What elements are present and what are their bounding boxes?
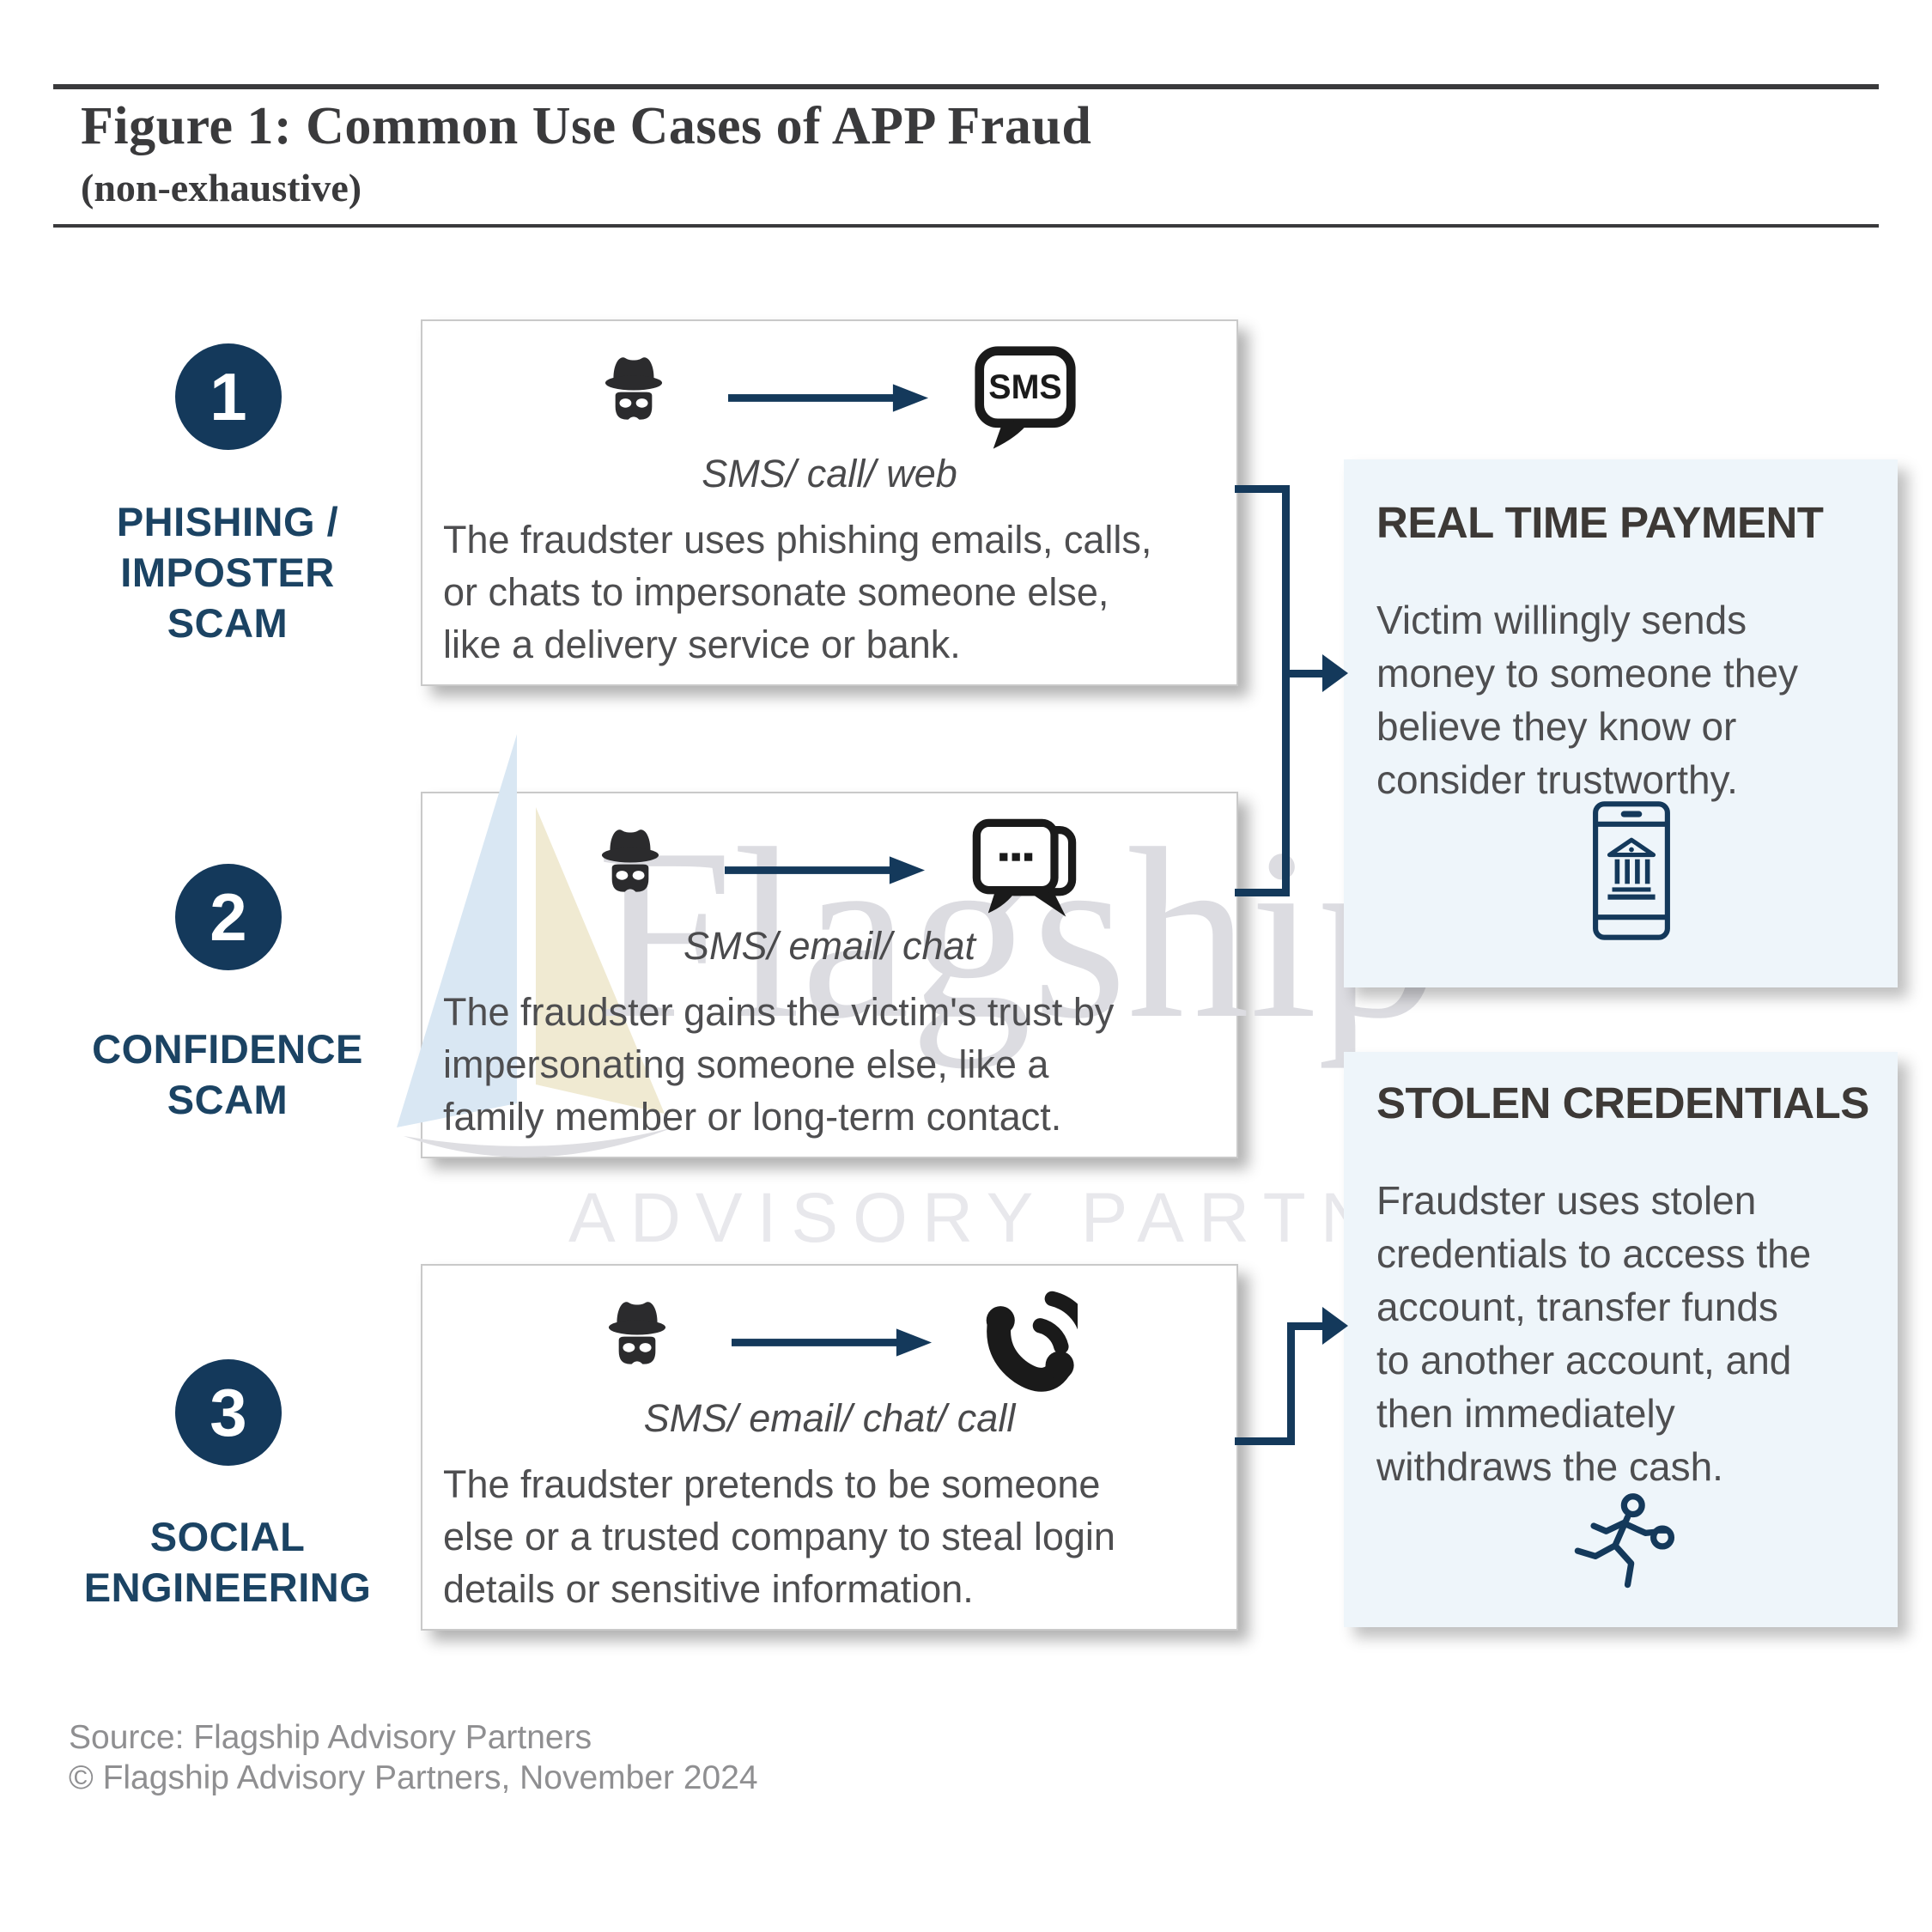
use-case-3-channels: SMS/ email/ chat/ call [643,1396,1016,1440]
step-1-number: 1 [210,358,247,434]
use-case-1-channels: SMS/ call/ web [702,452,957,495]
use-case-2-description: The fraudster gains the victim's trust b… [443,990,1115,1139]
right-arrow-icon [727,384,928,412]
step-1-number-badge: 1 [175,343,282,450]
step-3-number: 3 [210,1374,247,1450]
sailboat-logo-icon [397,734,673,1157]
right-arrow-icon [724,856,925,884]
use-case-2-label: CONFIDENCE SCAM [92,1026,363,1122]
connector-bracket-vertical [1282,485,1290,896]
outcome-2-description: Fraudster uses stolen credentials to acc… [1376,1178,1812,1489]
step-2-number: 2 [210,878,247,955]
connector-box3-vertical [1287,1322,1295,1445]
use-case-1-icon-row: SMS [422,343,1236,452]
use-case-3-icon-row [422,1288,1236,1396]
connector-bracket-to-outcome1 [1282,670,1325,677]
connector-box1-to-bracket [1235,485,1290,493]
figure-subtitle: (non-exhaustive) [81,166,362,210]
connector-box2-to-bracket [1235,889,1290,896]
step-2-number-badge: 2 [175,864,282,970]
right-arrow-icon [731,1328,932,1357]
phone-call-icon [986,1291,1078,1392]
use-case-3-description: The fraudster pretends to be someone els… [443,1462,1115,1611]
copyright-note: © Flagship Advisory Partners, November 2… [69,1759,758,1796]
use-case-1-label: PHISHING / IMPOSTER SCAM [116,499,339,646]
outcome-1-description: Victim willingly sends money to someone … [1376,598,1798,802]
step-3-number-badge: 3 [175,1359,282,1466]
fraudster-spy-icon [608,1302,665,1364]
use-case-3-box: SMS/ email/ chat/ call The fraudster pre… [421,1264,1238,1631]
outcome-real-time-payment-box: REAL TIME PAYMENT Victim willingly sends… [1344,459,1898,987]
use-case-2-channels: SMS/ email/ chat [683,924,976,968]
running-thief-icon [1574,1493,1675,1589]
arrowhead-to-outcome1-icon [1322,654,1348,692]
mobile-banking-icon [1593,801,1670,940]
outcome-stolen-credentials-box: STOLEN CREDENTIALS Fraudster uses stolen… [1344,1052,1898,1627]
sms-bubble-icon: SMS [974,346,1076,449]
arrowhead-to-outcome2-icon [1322,1307,1348,1345]
top-rule [53,84,1879,89]
use-case-1-description: The fraudster uses phishing emails, call… [443,518,1152,666]
use-case-3-label: SOCIAL ENGINEERING [83,1514,372,1610]
use-case-2-box: SMS/ email/ chat The fraudster gains the… [421,792,1238,1158]
outcome-2-heading: STOLEN CREDENTIALS [1376,1078,1869,1127]
connector-box3-horizontal [1235,1437,1295,1445]
sms-icon-label: SMS [988,368,1061,406]
figure-title: Figure 1: Common Use Cases of APP Fraud [81,97,1092,155]
fraudster-spy-icon [605,357,662,420]
outcome-1-heading: REAL TIME PAYMENT [1376,498,1824,547]
use-case-2-icon-row [422,816,1236,924]
header-divider-rule [53,224,1879,228]
fraudster-spy-icon [601,829,659,892]
use-case-1-box: SMS SMS/ call/ web The fraudster uses ph… [421,319,1238,686]
chat-bubbles-icon [972,818,1076,917]
connector-to-outcome2 [1287,1322,1325,1330]
source-note: Source: Flagship Advisory Partners [69,1719,592,1756]
